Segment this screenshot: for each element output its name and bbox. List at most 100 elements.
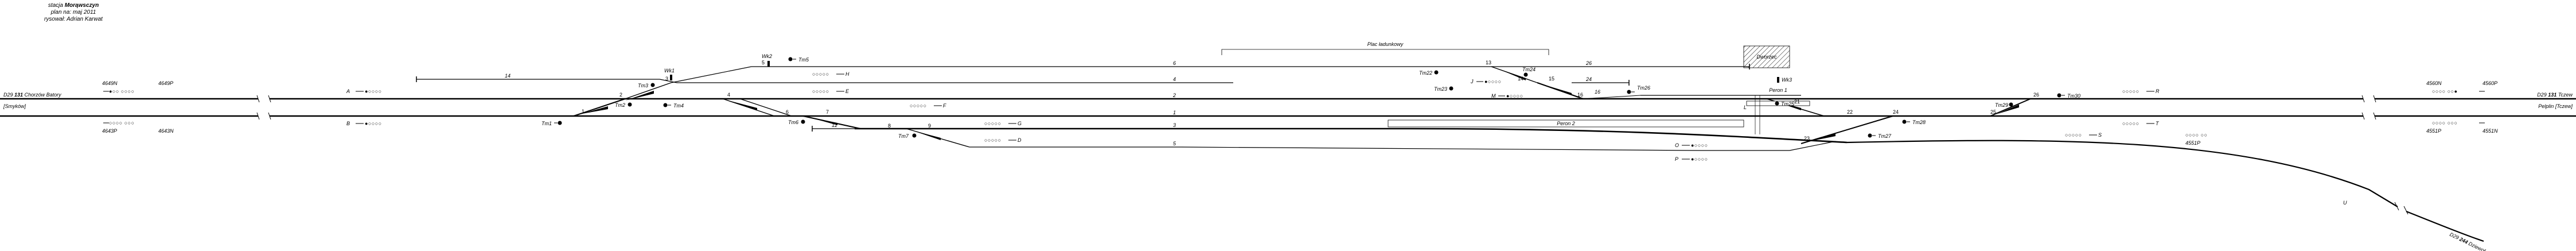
svg-text:Tm6: Tm6 <box>788 119 798 125</box>
svg-text:●○○○○: ●○○○○ <box>365 121 382 126</box>
signal-tm29: Tm29 <box>1995 102 2013 108</box>
switch-frog <box>809 117 837 125</box>
track-number-12: 12 <box>832 122 837 128</box>
svg-text:Tm1: Tm1 <box>541 121 552 126</box>
svg-text:G: G <box>1018 121 1022 126</box>
line-break-marker <box>268 95 271 103</box>
signal-tm2: Tm2 <box>615 102 632 108</box>
svg-text:○○○○○: ○○○○○ <box>984 121 1001 126</box>
header-line-3: rysował: Adrian Karwat <box>44 16 103 22</box>
svg-text:Tm30: Tm30 <box>2067 93 2080 99</box>
signal-tm24: Tm24 <box>1522 67 1536 77</box>
switch-number-16: 16 <box>1577 92 1583 98</box>
block-signal-branch: ○○○○ ○○ 4551P <box>2185 132 2207 146</box>
svg-text:B: B <box>346 121 350 126</box>
line-break-marker <box>2373 112 2376 120</box>
block-signals: 4649N 4649P ●○○ ○○○○ ○○○○ ○○○ 4643P 4643… <box>102 80 2498 146</box>
block-signal-left-upper: 4649N 4649P ●○○ ○○○○ <box>102 80 173 94</box>
switch-frog <box>912 130 941 140</box>
svg-text:Tm26: Tm26 <box>1637 85 1650 91</box>
switch-frog <box>728 101 757 110</box>
svg-text:●○○ ○○○○: ●○○ ○○○○ <box>109 88 135 94</box>
switch-number-1: 1 <box>582 109 584 114</box>
signal-tm4: Tm4 <box>663 103 684 109</box>
signal-tm6: Tm6 <box>788 119 805 125</box>
svg-text:4551N: 4551N <box>2483 128 2498 134</box>
switch-number-3: 3 <box>665 76 668 82</box>
svg-text:4649P: 4649P <box>158 80 173 86</box>
svg-text:Wk3: Wk3 <box>1782 77 1792 83</box>
switch-frog <box>1807 133 1835 142</box>
crossover-1-2 <box>573 98 626 117</box>
svg-text:Tm24: Tm24 <box>1522 67 1536 72</box>
signal-tm27: Tm27 <box>1868 133 1892 139</box>
svg-text:○○○○○: ○○○○○ <box>812 71 829 77</box>
switch-numbers: 1 2 3 4 5 6 7 8 9 13 14 15 16 21 22 23 2… <box>582 60 2039 141</box>
svg-text:○○○○○: ○○○○○ <box>984 137 1001 143</box>
switch-number-2: 2 <box>619 92 622 98</box>
crossover-25-26 <box>1990 98 2031 117</box>
signal-tm28: Tm28 <box>1902 119 1926 125</box>
switch-number-7: 7 <box>826 109 829 115</box>
block-signal-left-lower: ○○○○ ○○○ 4643P 4643N <box>102 120 174 134</box>
track-number-1: 1 <box>1173 110 1176 115</box>
signal-tm7: Tm7 <box>898 133 917 139</box>
track-number-14: 14 <box>505 73 510 79</box>
switch-number-24: 24 <box>1893 109 1899 115</box>
track-3 <box>855 128 1848 144</box>
destination-branch: D29 244 Dziewoł <box>2449 231 2487 251</box>
connection-track-5-right <box>1789 141 1836 151</box>
switch-frogs <box>579 68 2019 142</box>
svg-text:Tm28: Tm28 <box>1912 119 1926 125</box>
switch-frog <box>1497 68 1526 80</box>
switch-number-9: 9 <box>928 123 931 129</box>
line-break-marker <box>2373 95 2376 103</box>
platform-2 <box>1388 119 1744 128</box>
line-break-marker <box>2403 206 2409 215</box>
svg-text:○○○○ ○○●: ○○○○ ○○● <box>2432 88 2458 94</box>
svg-text:Wk2: Wk2 <box>762 53 772 59</box>
crossovers <box>573 66 2484 242</box>
main-line-tracks <box>0 95 2576 120</box>
track-number-4: 4 <box>1173 76 1176 82</box>
destination-left-upper: D29 131 Chorzów Batory <box>3 92 61 98</box>
header-line-2: plan na: maj 2011 <box>50 9 96 16</box>
svg-text:Tm22: Tm22 <box>1419 70 1432 76</box>
crossover-3-4 <box>722 98 775 117</box>
connection-track-6 <box>671 66 752 83</box>
signal-j: J ●○○○○ <box>1470 79 1502 84</box>
switch-frog <box>1996 105 2019 114</box>
svg-text:○○○○○: ○○○○○ <box>910 103 927 109</box>
derailer-wk1: Wk1 <box>664 68 675 80</box>
switch-number-5: 5 <box>762 60 765 65</box>
svg-text:○○○○○: ○○○○○ <box>812 88 829 94</box>
switch-frog <box>625 91 654 101</box>
line-break-marker <box>256 95 260 103</box>
svg-text:○○○○ ○○○: ○○○○ ○○○ <box>109 120 135 126</box>
track-number-6: 6 <box>1173 60 1176 66</box>
block-signal-right-upper: 4560N 4560P ○○○○ ○○● <box>2426 80 2497 94</box>
derailers: Wk1 Wk2 Wk3 <box>664 53 1792 83</box>
signal-tm3: Tm3 <box>638 83 655 88</box>
svg-text:●○○○○: ●○○○○ <box>1484 79 1502 84</box>
signal-tm26: Tm26 <box>1627 85 1650 94</box>
svg-text:●○○○○: ●○○○○ <box>1506 93 1523 99</box>
branch-line <box>1846 140 2398 207</box>
station-building-label: Dworzec <box>1756 54 1777 60</box>
signal-m: M ●○○○○ <box>1491 93 1523 99</box>
svg-text:D: D <box>1018 137 1022 143</box>
svg-text:Tm27: Tm27 <box>1878 133 1892 139</box>
switch-number-6: 6 <box>786 109 789 115</box>
track-number-26: 26 <box>1585 60 1592 66</box>
signal-tm30: Tm30 <box>2057 93 2080 99</box>
svg-text:○○○○○: ○○○○○ <box>2065 132 2082 138</box>
svg-text:●○○○○: ●○○○○ <box>1691 156 1708 162</box>
signal-d: ○○○○○ D <box>984 137 1022 143</box>
platforms: Peron 2 Peron 1 Dworzec Plac ładunkowy <box>1221 41 1810 134</box>
line-break-marker <box>2394 202 2399 211</box>
line-break-marker <box>268 112 271 120</box>
svg-text:4551P: 4551P <box>2185 140 2200 146</box>
switch-number-13: 13 <box>1486 60 1491 65</box>
svg-text:J: J <box>1470 79 1474 84</box>
